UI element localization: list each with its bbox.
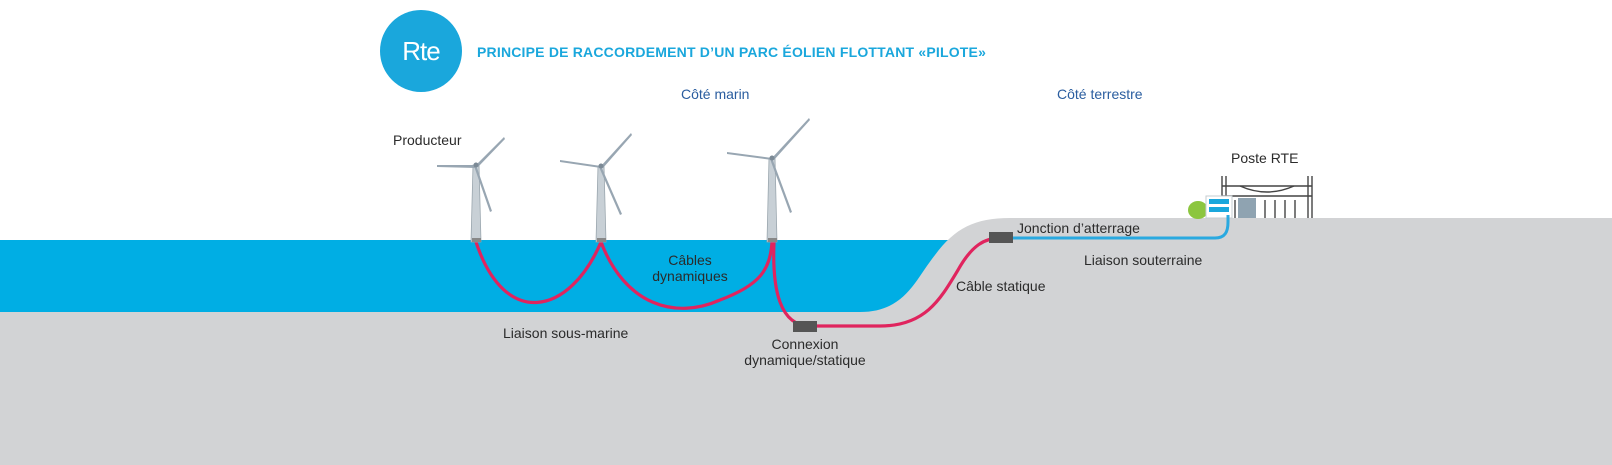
label-connexion-line1: Connexion — [771, 336, 839, 352]
landing-joint — [989, 232, 1013, 243]
label-cable-statique: Câble statique — [956, 278, 1046, 294]
cable-turbine1-turbine2 — [474, 240, 603, 304]
wind-turbine — [560, 133, 632, 243]
diagram-title: PRINCIPE DE RACCORDEMENT D’UN PARC ÉOLIE… — [477, 44, 987, 60]
label-poste-rte: Poste RTE — [1231, 150, 1299, 166]
label-jonction-atterrage: Jonction d’atterrage — [1017, 220, 1140, 236]
wind-turbine — [727, 118, 810, 243]
label-cables-dynamiques-line1: Câbles — [668, 252, 712, 268]
underground-cable — [1002, 215, 1230, 240]
substation — [1188, 176, 1313, 219]
label-connexion: Connexion dynamique/statique — [730, 336, 880, 368]
side-label-terrestre: Côté terrestre — [1057, 86, 1143, 102]
side-label-marine: Côté marin — [681, 86, 750, 102]
rte-logo: Rte — [380, 10, 462, 92]
wind-turbine — [437, 137, 505, 243]
cable-turbine2-turbine3 — [599, 240, 774, 310]
connection-joint — [793, 321, 817, 332]
label-liaison-souterraine: Liaison souterraine — [1084, 252, 1203, 268]
ground — [0, 218, 1612, 465]
label-connexion-line2: dynamique/statique — [744, 352, 866, 368]
static-cable — [772, 236, 1002, 328]
label-cables-dynamiques-line2: dynamiques — [652, 268, 728, 284]
label-producteur: Producteur — [393, 132, 462, 148]
label-liaison-sous-marine: Liaison sous-marine — [503, 325, 629, 341]
submarine-cables — [474, 236, 1002, 328]
label-cables-dynamiques: Câbles dynamiques — [645, 252, 735, 284]
